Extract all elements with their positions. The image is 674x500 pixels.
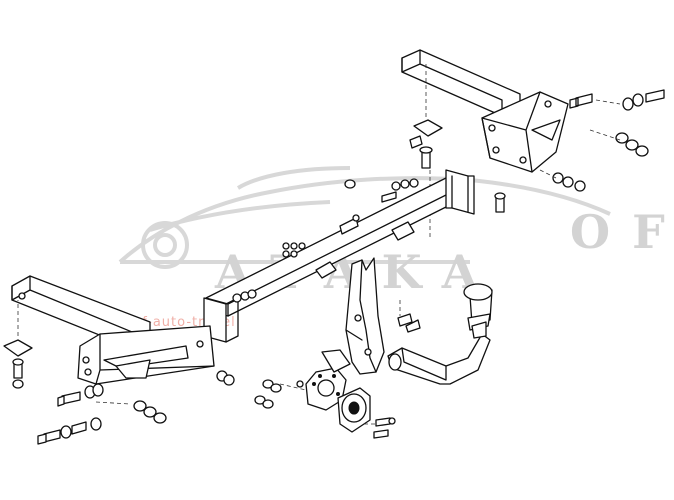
top-mount-plate (409, 119, 443, 169)
right-fastener-set (539, 89, 665, 192)
right-vehicle-bracket (401, 49, 569, 240)
left-fastener-set (3, 300, 167, 445)
ball-mount-bracket (345, 257, 385, 375)
cross-beam (203, 169, 475, 343)
watermark-side-text: OF (570, 205, 674, 259)
left-vehicle-bracket (11, 275, 215, 385)
tow-ball-arm (387, 283, 493, 385)
electrical-socket (254, 349, 396, 439)
beam-fasteners (216, 178, 506, 386)
